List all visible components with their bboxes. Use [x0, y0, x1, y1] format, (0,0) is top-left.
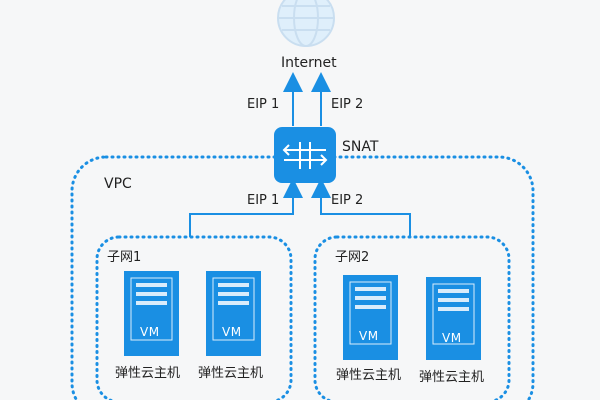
snat-device — [274, 127, 336, 183]
link-subnet2-snat — [311, 178, 411, 237]
subnet1-container — [95, 235, 293, 400]
internet-label: Internet — [281, 55, 337, 71]
vm-caption: 弹性云主机 — [419, 370, 485, 385]
vm-caption: 弹性云主机 — [336, 368, 402, 383]
vpc-label: VPC — [104, 176, 132, 192]
subnet2-label: 子网2 — [335, 250, 370, 265]
vm-icon — [206, 271, 261, 356]
vm-label: VM — [222, 325, 242, 339]
eip-label-mid-right: EIP 2 — [331, 193, 364, 208]
vm-icon — [426, 277, 481, 360]
vm-label: VM — [359, 329, 379, 343]
subnet1-label: 子网1 — [107, 250, 142, 265]
vm-icon — [343, 275, 398, 360]
vm-label: VM — [442, 331, 462, 345]
link-subnet1-snat — [189, 178, 303, 237]
subnet2-container — [313, 235, 511, 400]
eip-label-top-left: EIP 1 — [247, 97, 280, 112]
globe-icon — [277, 0, 335, 47]
eip-label-mid-left: EIP 1 — [247, 193, 280, 208]
eip-label-top-right: EIP 2 — [331, 97, 364, 112]
snat-label: SNAT — [342, 139, 379, 155]
vm-icon — [124, 271, 179, 356]
vm-caption: 弹性云主机 — [198, 366, 264, 381]
vm-label: VM — [140, 325, 160, 339]
vm-caption: 弹性云主机 — [115, 366, 181, 381]
router-icon — [282, 142, 328, 169]
